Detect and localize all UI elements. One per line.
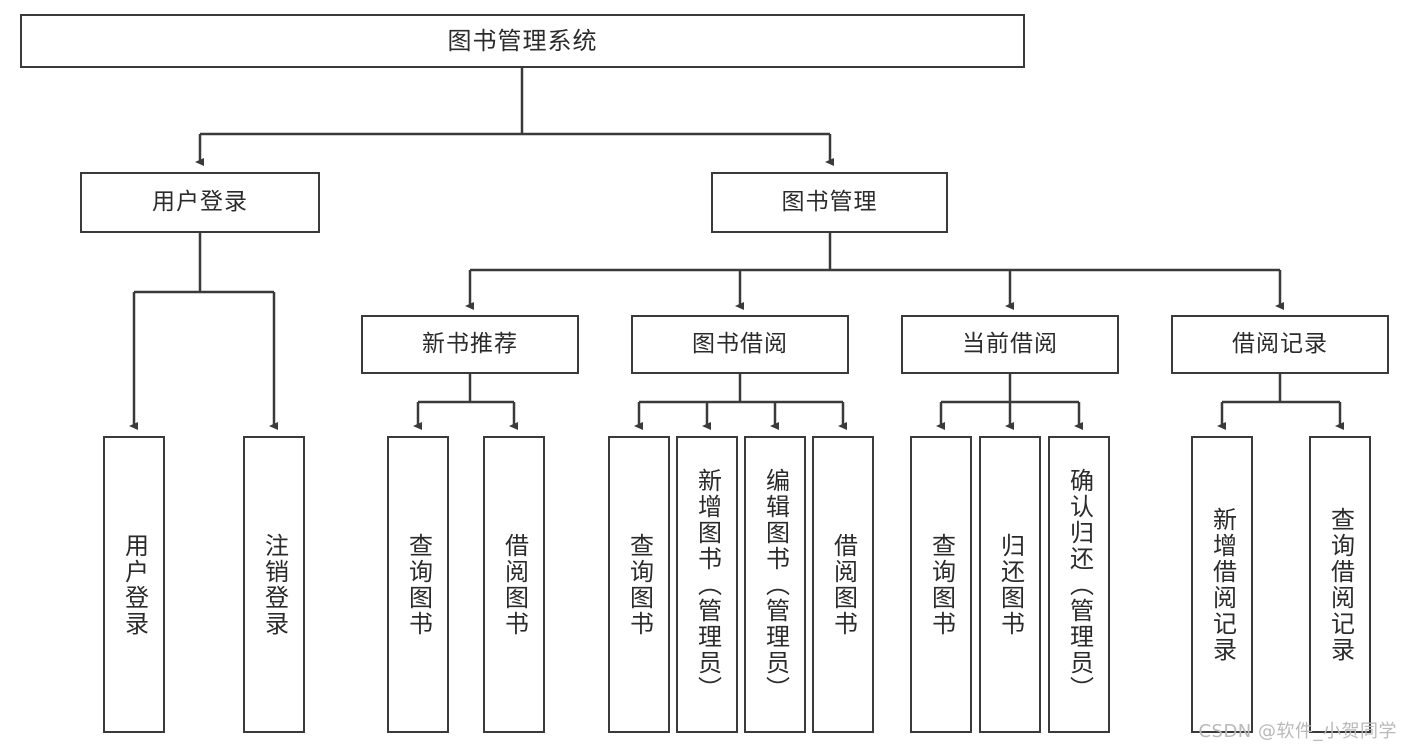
node-book-manage-label: 图书管理: [781, 188, 878, 215]
leaf-query-book-1[interactable]: 查询图书: [387, 436, 449, 733]
leaf-logout-login-label: 注销登录: [260, 532, 289, 637]
leaf-logout-login[interactable]: 注销登录: [243, 436, 305, 733]
node-root[interactable]: 图书管理系统: [20, 14, 1025, 68]
leaf-user-login[interactable]: 用户登录: [103, 436, 165, 733]
leaf-query-book-1-label: 查询图书: [404, 532, 433, 637]
leaf-borrow-book-1[interactable]: 借阅图书: [483, 436, 545, 733]
leaf-return-book-label: 归还图书: [996, 532, 1025, 637]
leaf-add-book-label: 新增图书（管理员）: [693, 467, 722, 702]
node-book-borrow-label: 图书借阅: [692, 330, 788, 357]
leaf-add-record-label: 新增借阅记录: [1208, 506, 1237, 663]
leaf-borrow-book-2-label: 借阅图书: [829, 532, 858, 637]
leaf-query-book-3-label: 查询图书: [927, 532, 956, 637]
leaf-confirm-return-label: 确认归还（管理员）: [1065, 467, 1094, 702]
node-new-book-recommend[interactable]: 新书推荐: [361, 315, 579, 374]
leaf-borrow-book-1-label: 借阅图书: [500, 532, 529, 637]
leaf-add-book[interactable]: 新增图书（管理员）: [676, 436, 738, 733]
leaf-add-record[interactable]: 新增借阅记录: [1191, 436, 1253, 733]
node-current-borrow[interactable]: 当前借阅: [901, 315, 1119, 374]
node-user-login[interactable]: 用户登录: [80, 172, 320, 233]
node-borrow-record-label: 借阅记录: [1232, 330, 1328, 357]
node-new-book-recommend-label: 新书推荐: [422, 330, 518, 357]
leaf-edit-book[interactable]: 编辑图书（管理员）: [744, 436, 806, 733]
node-current-borrow-label: 当前借阅: [962, 330, 1058, 357]
leaf-user-login-label: 用户登录: [120, 532, 149, 637]
leaf-confirm-return[interactable]: 确认归还（管理员）: [1048, 436, 1110, 733]
node-borrow-record[interactable]: 借阅记录: [1171, 315, 1389, 374]
leaf-query-book-2[interactable]: 查询图书: [608, 436, 670, 733]
leaf-edit-book-label: 编辑图书（管理员）: [761, 467, 790, 702]
leaf-query-book-2-label: 查询图书: [625, 532, 654, 637]
leaf-return-book[interactable]: 归还图书: [979, 436, 1041, 733]
leaf-borrow-book-2[interactable]: 借阅图书: [812, 436, 874, 733]
node-book-manage[interactable]: 图书管理: [711, 172, 948, 233]
node-root-label: 图书管理系统: [447, 26, 598, 55]
leaf-query-book-3[interactable]: 查询图书: [910, 436, 972, 733]
leaf-query-record[interactable]: 查询借阅记录: [1309, 436, 1371, 733]
node-book-borrow[interactable]: 图书借阅: [631, 315, 849, 374]
csdn-watermark: CSDN @软件_小贺同学: [1198, 721, 1397, 742]
node-user-login-label: 用户登录: [152, 188, 248, 215]
leaf-query-record-label: 查询借阅记录: [1326, 506, 1355, 663]
